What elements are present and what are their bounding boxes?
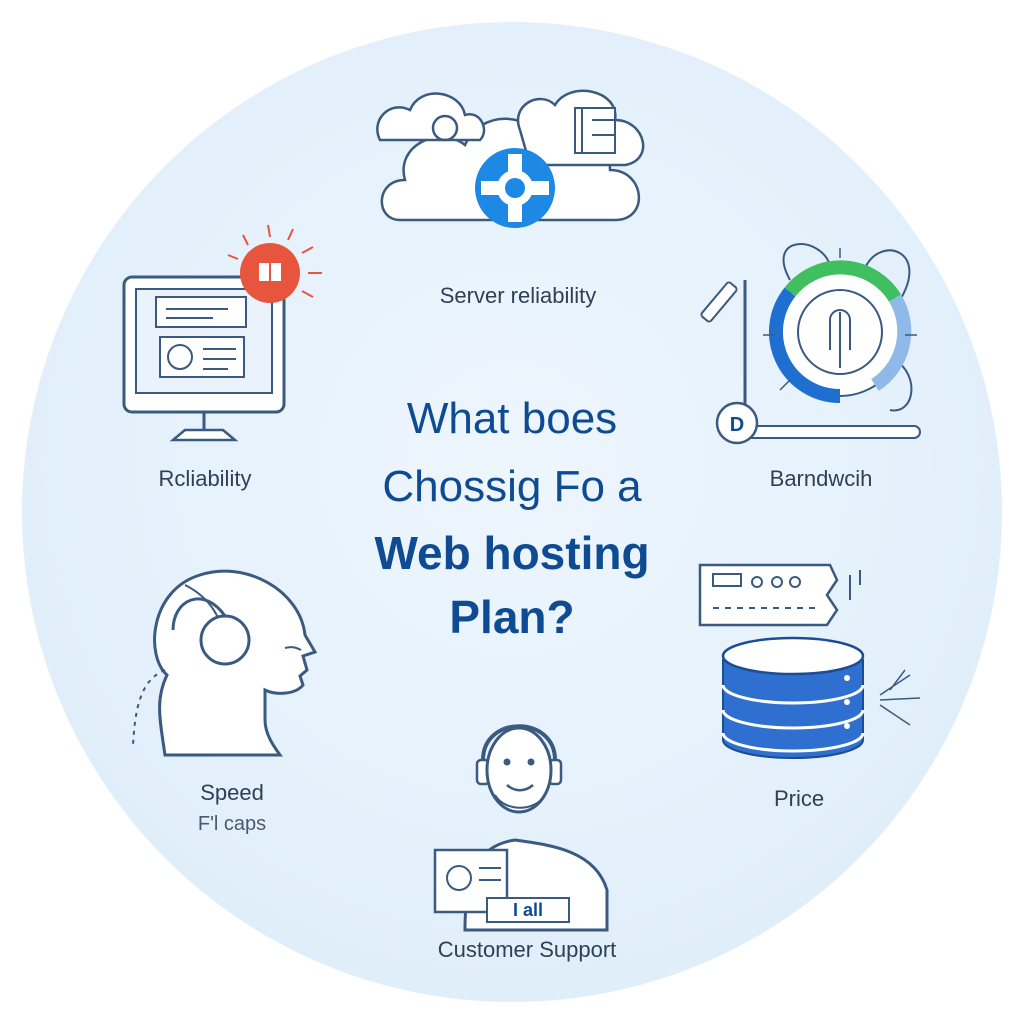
title-line-4: Plan? <box>449 591 575 643</box>
head-profile-icon <box>132 569 318 757</box>
label-price: Price <box>773 786 825 811</box>
label-speed: Speed <box>200 780 264 805</box>
title-line-1: What boes <box>406 394 618 443</box>
database-price-icon <box>698 563 921 759</box>
label-customer-support: Customer Support <box>437 937 617 962</box>
support-agent-icon: I all <box>433 724 609 932</box>
cloud-network-icon <box>376 89 645 228</box>
title-line-3: Web hosting <box>374 527 650 579</box>
center-title: What boes Chossig Fo a Web hosting Plan? <box>302 385 722 649</box>
bandwidth-badge-text: D <box>730 414 744 436</box>
label-speed-sub: F'l caps <box>197 813 267 835</box>
monitor-dashboard-icon <box>122 224 322 442</box>
title-line-2: Chossig Fo a <box>382 462 642 511</box>
bandwidth-gauge-icon: D <box>700 243 921 445</box>
label-bandwidth: Barndwcih <box>769 466 873 491</box>
support-sign-text: I all <box>513 900 543 920</box>
label-reliability: Rcliability <box>158 466 252 491</box>
label-server-reliability: Server reliability <box>439 283 597 308</box>
